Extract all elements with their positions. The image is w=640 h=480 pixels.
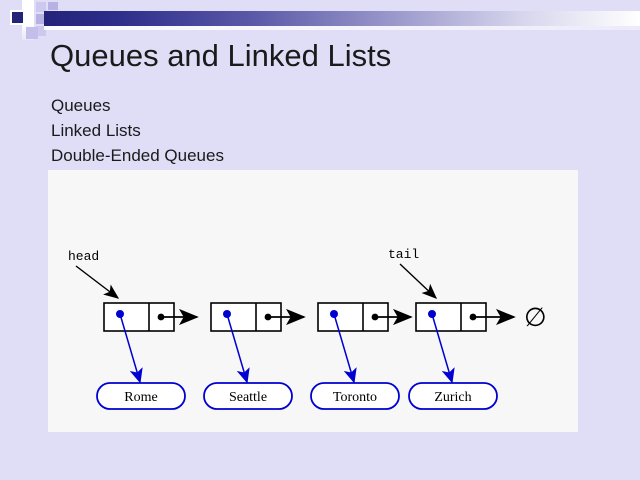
tail-label: tail: [388, 247, 419, 262]
value-label-seattle[interactable]: Seattle: [203, 382, 293, 410]
list-node-2[interactable]: [210, 302, 306, 384]
value-label-seattle-text: Seattle: [229, 390, 267, 405]
value-label-zurich-box: [408, 382, 498, 410]
header-gradient-highlight: [44, 26, 640, 30]
bullet-list: Queues Linked Lists Double-Ended Queues: [51, 93, 224, 168]
bullet-item-queues: Queues: [51, 96, 111, 115]
null-symbol: ∅: [524, 303, 547, 332]
head-label: head: [68, 249, 99, 264]
page-title: Queues and Linked Lists: [50, 38, 392, 73]
linked-list-diagram-panel: head tail: [48, 170, 578, 432]
bullet-item-linked-lists: Linked Lists: [51, 121, 141, 140]
list-node-4[interactable]: [415, 302, 516, 384]
decor-square-light-3: [36, 14, 46, 24]
head-pointer-arrow: [75, 265, 120, 299]
value-label-zurich[interactable]: Zurich: [408, 382, 498, 410]
value-label-toronto[interactable]: Toronto: [310, 382, 400, 410]
node-1-value-arrow: [119, 313, 143, 384]
decor-square-light-1: [48, 2, 58, 10]
node-4-value-arrow: [431, 313, 455, 384]
linked-list-svg: head tail: [68, 247, 547, 410]
value-label-toronto-box: [310, 382, 400, 410]
tail-pointer-arrow: [399, 263, 438, 299]
value-label-rome-box: [96, 382, 186, 410]
list-node-3[interactable]: [317, 302, 413, 384]
decor-square-navy: [10, 10, 25, 25]
value-label-rome-text: Rome: [124, 390, 157, 405]
decor-square-light-4: [36, 26, 46, 36]
decor-square-light-2: [36, 2, 46, 12]
node-3-value-arrow: [333, 313, 357, 384]
decor-square-light-5: [26, 27, 38, 39]
value-label-rome[interactable]: Rome: [96, 382, 186, 410]
value-label-toronto-text: Toronto: [333, 390, 377, 405]
list-node-1[interactable]: [103, 302, 199, 384]
value-label-seattle-box: [203, 382, 293, 410]
node-2-value-arrow: [226, 313, 250, 384]
header-gradient-bar: [44, 11, 640, 26]
value-label-zurich-text: Zurich: [434, 390, 471, 405]
bullet-item-double-ended-queues: Double-Ended Queues: [51, 146, 224, 165]
